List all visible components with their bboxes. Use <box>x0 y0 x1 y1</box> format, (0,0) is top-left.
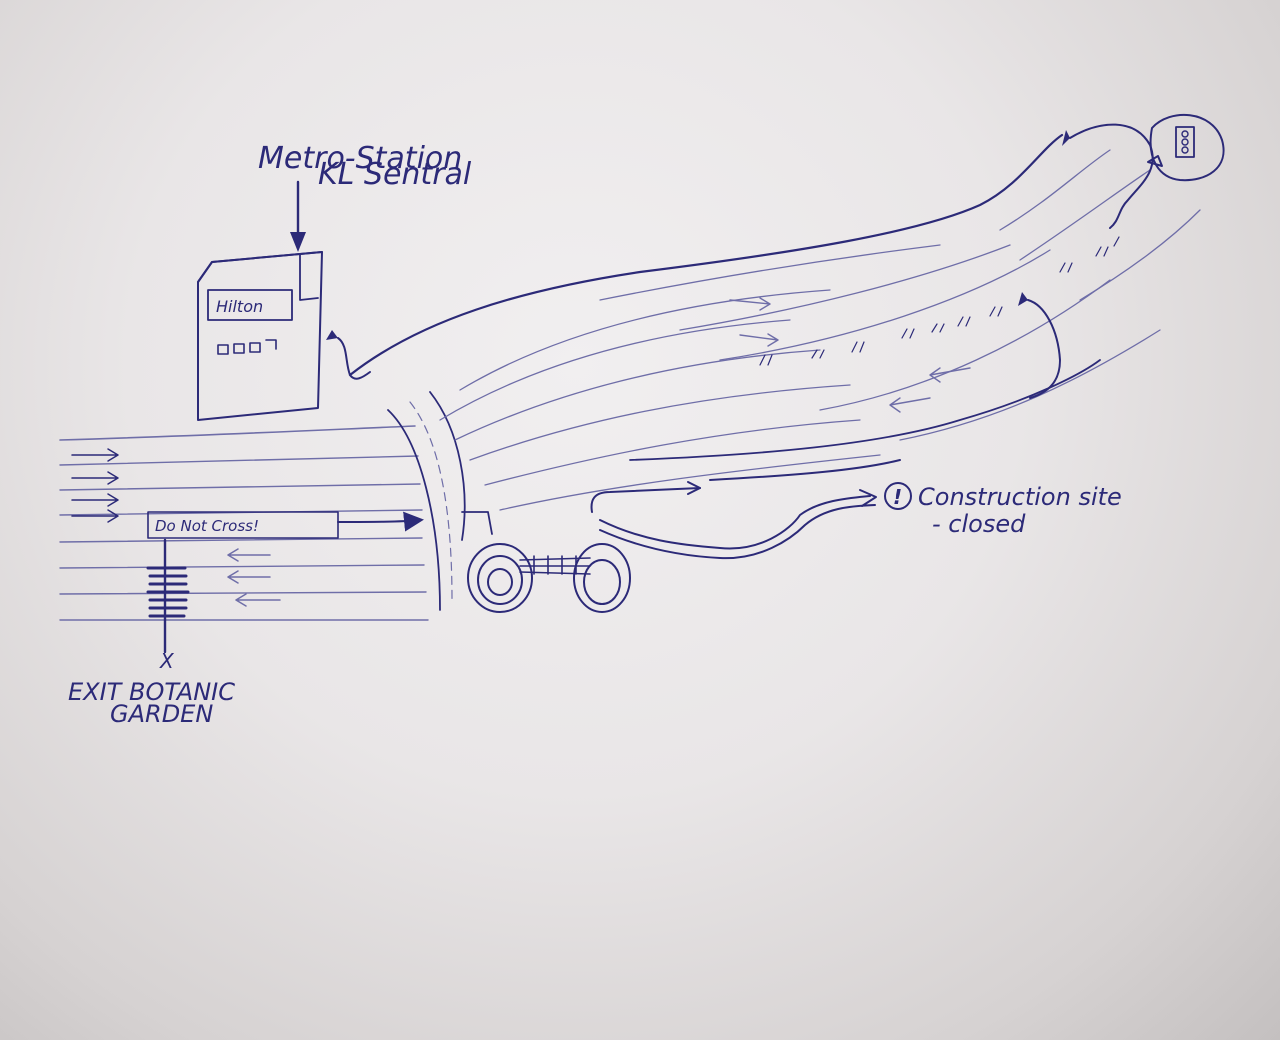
fence-barrier <box>146 511 339 654</box>
exit-mark: X <box>159 649 175 673</box>
construction-detour <box>599 489 877 560</box>
curved-road <box>387 391 466 611</box>
station-circle <box>1147 113 1225 182</box>
road-loops <box>461 511 631 613</box>
highway-band <box>348 133 1201 511</box>
walking-route <box>326 123 1154 532</box>
warning-symbol <box>884 482 912 510</box>
garden-label: GARDEN <box>110 700 213 728</box>
closed-label: - closed <box>932 510 1026 538</box>
exit-botanic-label: EXIT BOTANIC <box>68 678 235 706</box>
main-road-left <box>59 425 429 621</box>
hilton-building <box>197 180 323 421</box>
warning-mark: ! <box>893 485 902 509</box>
do-not-cross-label: Do Not Cross! <box>155 517 259 535</box>
construction-site-label: Construction site <box>918 483 1122 511</box>
hilton-label: Hilton <box>216 297 263 316</box>
metro-station-label: Metro-Station <box>258 141 462 176</box>
kl-sentral-label: KL Sentral <box>318 157 472 192</box>
